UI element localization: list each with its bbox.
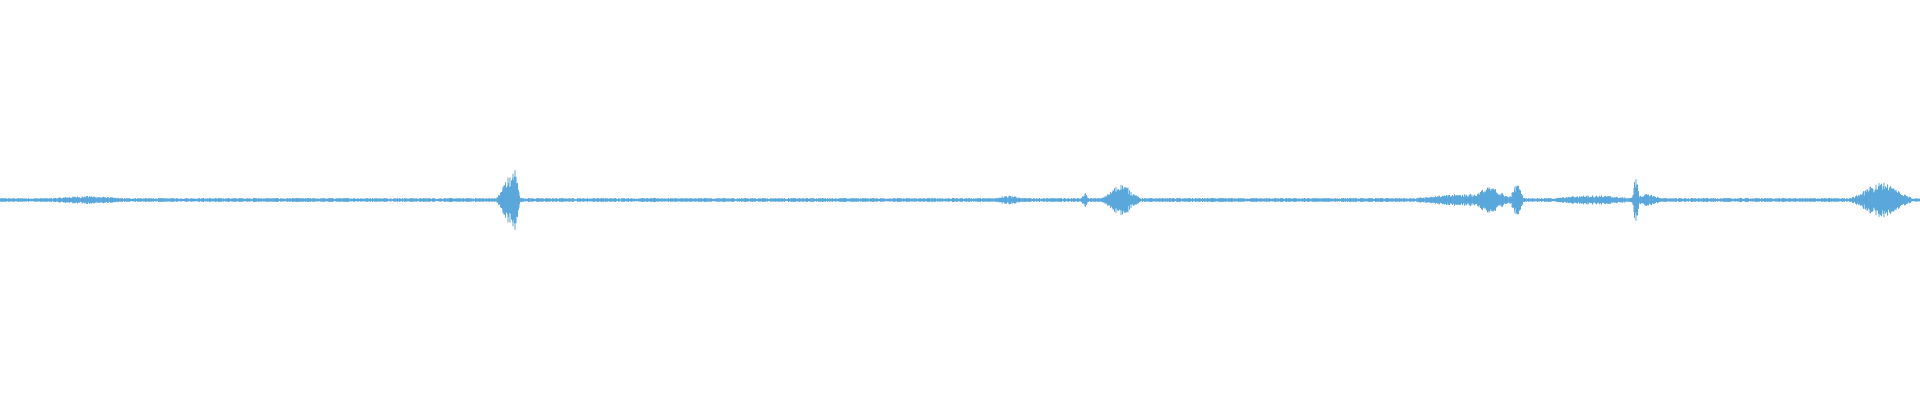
waveform-trace <box>0 170 1920 230</box>
